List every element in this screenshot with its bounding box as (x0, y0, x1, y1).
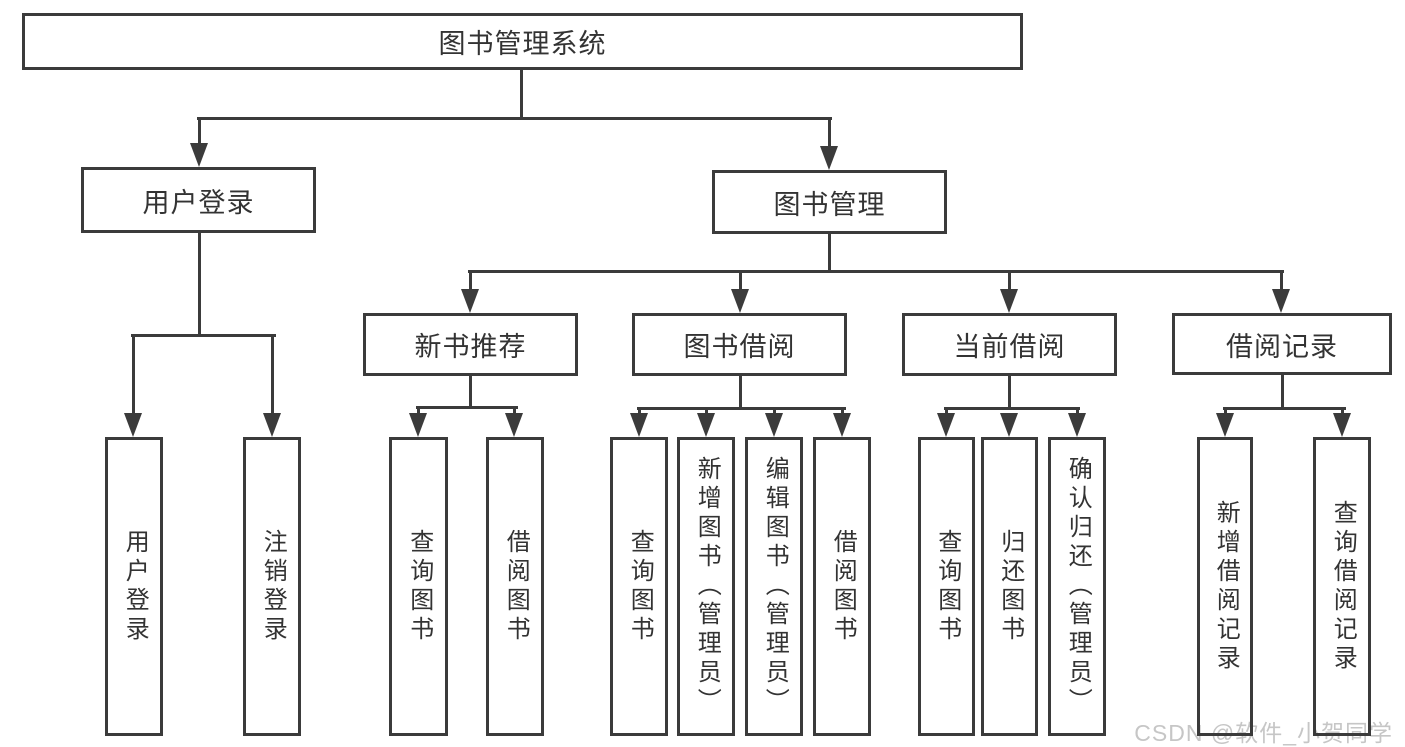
arrow-down-icon (124, 413, 142, 437)
connector-line (270, 335, 274, 416)
arrow-down-icon (263, 413, 281, 437)
arrow-down-icon (630, 413, 648, 437)
node-current-confirm-return-admin: 确认归还（管理员） (1048, 437, 1106, 736)
node-user-login-branch: 用户登录 (81, 167, 316, 233)
connector-line (772, 408, 776, 416)
node-borrowing-edit-books-admin: 编辑图书（管理员） (745, 437, 803, 736)
watermark: CSDN @软件_小贺同学 (1134, 720, 1393, 746)
connector-line (416, 407, 420, 416)
connector-line (827, 118, 831, 150)
node-current-query-books: 查询图书 (918, 437, 975, 736)
node-records-add-record: 新增借阅记录 (1197, 437, 1253, 736)
node-current-return-books: 归还图书 (981, 437, 1038, 736)
connector-line (519, 69, 523, 118)
arrow-down-icon (1068, 413, 1086, 437)
arrow-down-icon (833, 413, 851, 437)
connector-line (943, 406, 1080, 410)
connector-line (636, 406, 846, 410)
arrow-down-icon (461, 289, 479, 313)
connector-line (1280, 375, 1284, 410)
connector-line (196, 116, 832, 120)
arrow-down-icon (731, 289, 749, 313)
connector-line (1223, 408, 1227, 416)
connector-line (468, 376, 472, 409)
connector-line (512, 407, 516, 416)
node-book-borrowing: 图书借阅 (632, 313, 847, 376)
node-book-management: 图书管理 (712, 170, 947, 234)
connector-line (468, 271, 472, 292)
node-new-book-recommend: 新书推荐 (363, 313, 578, 376)
connector-line (637, 408, 641, 416)
connector-line (738, 376, 742, 410)
arrow-down-icon (1333, 413, 1351, 437)
arrow-down-icon (190, 143, 208, 167)
connector-line (415, 405, 518, 409)
connector-line (840, 408, 844, 416)
connector-line (1007, 271, 1011, 292)
arrow-down-icon (1000, 413, 1018, 437)
arrow-down-icon (765, 413, 783, 437)
node-newbook-query-books: 查询图书 (389, 437, 448, 736)
connector-line (1340, 408, 1344, 416)
connector-line (467, 269, 1284, 273)
connector-line (1075, 408, 1079, 416)
connector-line (197, 118, 201, 147)
connector-line (1222, 406, 1346, 410)
node-borrowing-borrow-books: 借阅图书 (813, 437, 871, 736)
arrow-down-icon (937, 413, 955, 437)
node-newbook-borrow-books: 借阅图书 (486, 437, 544, 736)
node-borrowing-records: 借阅记录 (1172, 313, 1392, 375)
connector-line (1007, 376, 1011, 410)
connector-line (704, 408, 708, 416)
connector-line (1279, 271, 1283, 292)
node-current-borrowing: 当前借阅 (902, 313, 1117, 376)
node-borrowing-query-books: 查询图书 (610, 437, 668, 736)
node-borrowing-add-books-admin: 新增图书（管理员） (677, 437, 735, 736)
node-user-login-leaf: 用户登录 (105, 437, 163, 736)
arrow-down-icon (1000, 289, 1018, 313)
connector-line (197, 232, 201, 337)
connector-line (131, 335, 135, 416)
arrow-down-icon (1216, 413, 1234, 437)
arrow-down-icon (697, 413, 715, 437)
connector-line (827, 233, 831, 273)
node-records-query-record: 查询借阅记录 (1313, 437, 1371, 736)
node-logout-leaf: 注销登录 (243, 437, 301, 736)
node-book-management-system: 图书管理系统 (22, 13, 1023, 70)
arrow-down-icon (820, 146, 838, 170)
arrow-down-icon (409, 413, 427, 437)
connector-line (130, 333, 276, 337)
arrow-down-icon (505, 413, 523, 437)
connector-line (944, 408, 948, 416)
arrow-down-icon (1272, 289, 1290, 313)
connector-line (738, 271, 742, 292)
